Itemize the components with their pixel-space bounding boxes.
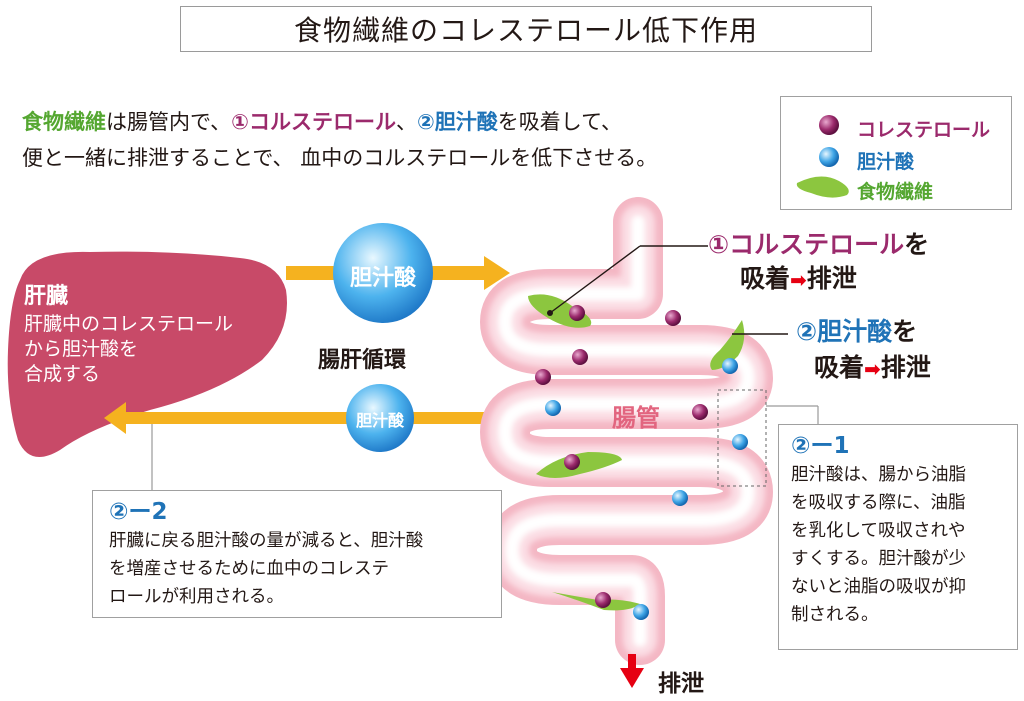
excretion-arrow-shaft — [628, 654, 636, 672]
liver-desc-2: から胆汁酸を — [24, 338, 139, 360]
label2-head: ②胆汁酸 — [796, 317, 893, 346]
label1-tail: を — [904, 230, 930, 259]
box21-head: ②ー1 — [791, 433, 850, 459]
cholesterol-particle — [665, 310, 681, 326]
liver-shape — [7, 251, 287, 458]
intro-text: 食物繊維は腸管内で、①コルステロール、②胆汁酸を吸着して、 便と一緒に排泄するこ… — [22, 104, 782, 176]
page-title: 食物繊維のコレステロール低下作用 — [180, 6, 872, 52]
legend-cholesterol-icon — [819, 115, 839, 135]
bile-particle — [722, 358, 738, 374]
intro-cholesterol: ①コルステロール — [231, 110, 396, 134]
circulation-label: 腸肝循環 — [318, 348, 407, 373]
legend-fiber-label: 食物繊維 — [857, 181, 934, 203]
bile-bubble-top-label: 胆汁酸 — [349, 266, 416, 291]
dashed-highlight — [717, 389, 767, 487]
label-bile-adsorb: ②胆汁酸を 吸着➡排泄 — [796, 314, 931, 387]
fiber-piece-2 — [710, 320, 745, 370]
flow-arrow-bottom-head — [104, 402, 126, 434]
bile-particle — [545, 400, 561, 416]
intro-end: を吸着して、 — [497, 110, 623, 134]
liver-name: 肝臓 — [24, 284, 69, 309]
intestine-tube — [480, 197, 773, 665]
liver-desc-1: 肝臓中のコレステロール — [24, 313, 234, 335]
liver-text: 肝臓 肝臓中のコレステロール から胆汁酸を 合成する — [24, 282, 233, 387]
cholesterol-particle — [564, 454, 580, 470]
cholesterol-particle — [535, 369, 551, 385]
label2-action1: 吸着 — [814, 353, 865, 382]
cholesterol-particle — [692, 404, 708, 420]
legend-bile-icon — [819, 147, 839, 167]
label2-tail: を — [892, 317, 918, 346]
intro-line-1: 食物繊維は腸管内で、①コルステロール、②胆汁酸を吸着して、 — [22, 104, 782, 140]
label-cholesterol-adsorb: ①コルステロールを 吸着➡排泄 — [708, 228, 929, 297]
flow-arrow-bottom — [124, 412, 538, 424]
intro-fiber: 食物繊維 — [22, 110, 106, 134]
cholesterol-particle — [572, 349, 588, 365]
bile-particle — [633, 604, 649, 620]
box21-body: 胆汁酸は、腸から油脂 を吸収する際に、油脂 を乳化して吸収されや すくする。胆汁… — [791, 465, 966, 625]
excretion-label: 排泄 — [658, 671, 704, 697]
bile-particle — [732, 434, 748, 450]
bile-bubble-bottom-label: 胆汁酸 — [355, 411, 404, 430]
box22-head: ②ー2 — [109, 499, 168, 525]
info-box-2-1: ②ー1 胆汁酸は、腸から油脂 を吸収する際に、油脂 を乳化して吸収されや すくす… — [778, 424, 1018, 650]
intro-mid: は腸管内で、 — [106, 110, 232, 134]
label1-action1: 吸着 — [740, 264, 791, 293]
intro-bile: ②胆汁酸 — [416, 110, 498, 134]
label2-action2: 排泄 — [880, 353, 931, 382]
legend: コレステロール 胆汁酸 食物繊維 — [780, 96, 1012, 210]
cholesterol-particle — [569, 305, 585, 321]
intro-line-2: 便と一緒に排泄することで、 血中のコルステロールを低下させる。 — [22, 146, 658, 170]
cholesterol-particle — [595, 592, 611, 608]
label1-action2: 排泄 — [806, 264, 857, 293]
legend-cholesterol-label: コレステロール — [857, 119, 991, 141]
legend-icons — [796, 115, 849, 198]
excretion-arrow-head — [620, 668, 644, 688]
intro-sep: 、 — [395, 110, 417, 134]
label1-head: ①コルステロール — [708, 230, 905, 259]
arrow-right-icon: ➡ — [864, 357, 881, 381]
legend-fiber-icon — [796, 176, 849, 198]
leader-dot-1 — [547, 310, 553, 316]
gut-label: 腸管 — [612, 404, 660, 432]
box22-body: 肝臓に戻る胆汁酸の量が減ると、胆汁酸 を増産させるために血中のコレステ ロールが… — [109, 531, 424, 607]
liver-desc-3: 合成する — [24, 363, 101, 385]
leader-line-1 — [549, 245, 641, 314]
arrow-right-icon: ➡ — [790, 268, 807, 292]
legend-bile-label: 胆汁酸 — [857, 151, 915, 173]
bile-bubble-bottom — [346, 384, 414, 452]
bile-particle — [672, 490, 688, 506]
bile-bubble-top — [333, 223, 433, 323]
info-box-2-2: ②ー2 肝臓に戻る胆汁酸の量が減ると、胆汁酸 を増産させるために血中のコレステ … — [92, 490, 502, 618]
flow-arrow-top-head — [484, 256, 510, 290]
